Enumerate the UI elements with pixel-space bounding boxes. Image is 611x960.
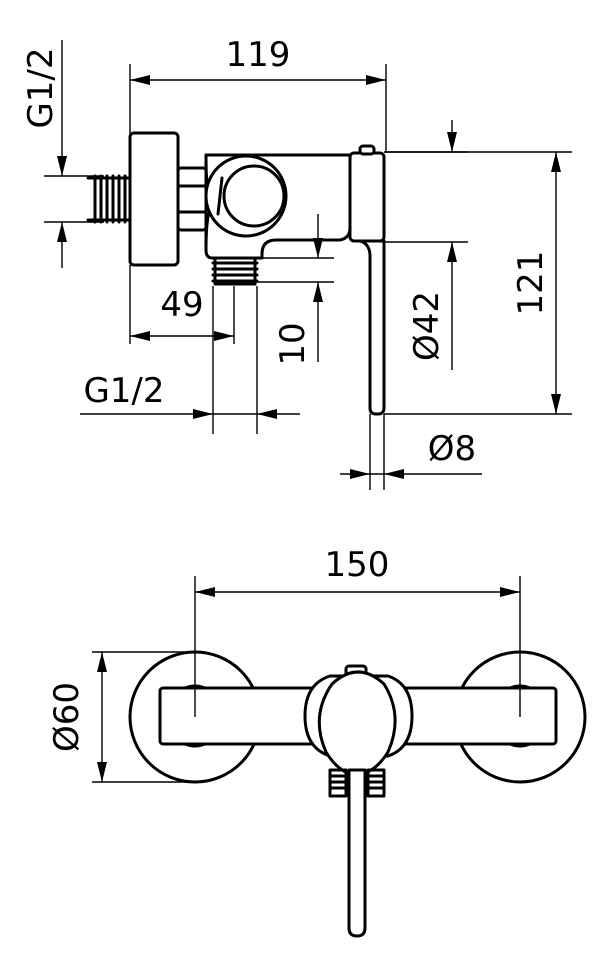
wall-flange xyxy=(128,131,180,267)
dim-8: Ø8 xyxy=(340,414,482,490)
dim-49-label: 49 xyxy=(160,285,203,325)
dim-8-label: Ø8 xyxy=(428,429,476,469)
dim-121-label: 121 xyxy=(511,251,551,316)
front-lever-rod xyxy=(347,768,367,938)
dim-42: Ø42 xyxy=(384,120,468,370)
dim-60-label: Ø60 xyxy=(47,682,87,752)
dim-150-label: 150 xyxy=(325,545,390,585)
dim-10: 10 xyxy=(255,214,334,366)
front-view: 150 Ø60 xyxy=(47,545,587,938)
dim-outlet-thread-label: G1/2 xyxy=(83,371,164,411)
front-cartridge xyxy=(303,664,414,798)
hex-nut xyxy=(176,166,208,232)
side-view: 119 G1/2 49 10 xyxy=(21,35,572,490)
mixer-body xyxy=(204,153,352,260)
dim-119: 119 xyxy=(129,35,387,152)
inlet-thread xyxy=(86,174,132,224)
body-boss-inner xyxy=(222,164,286,228)
dim-outlet-thread: G1/2 xyxy=(80,286,300,434)
dim-inlet-thread: G1/2 xyxy=(21,40,104,268)
dim-150: 150 xyxy=(194,545,521,717)
dim-119-label: 119 xyxy=(226,35,291,75)
dim-inlet-thread-label: G1/2 xyxy=(21,47,61,128)
dim-121: 121 xyxy=(384,151,572,415)
dim-49: 49 xyxy=(129,265,235,344)
dim-42-label: Ø42 xyxy=(407,291,447,361)
outlet-thread xyxy=(211,256,259,286)
body-boss xyxy=(204,154,288,238)
dim-10-label: 10 xyxy=(273,322,313,365)
lever-handle xyxy=(348,144,386,416)
dim-60: Ø60 xyxy=(47,651,195,783)
